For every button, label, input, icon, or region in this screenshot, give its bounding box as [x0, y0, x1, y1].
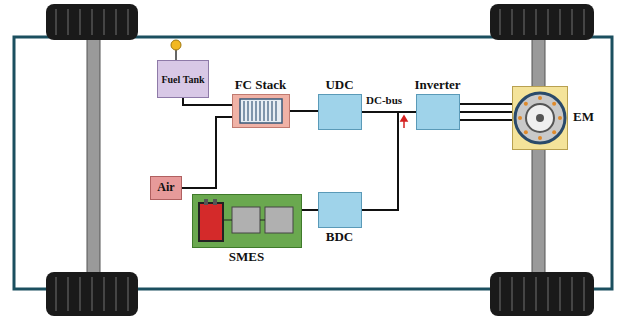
power-wire [302, 209, 318, 211]
component-name: Fuel Tank [161, 74, 204, 85]
bus-label: DC-bus [366, 94, 402, 106]
current-marker [401, 116, 407, 128]
fuel-cell-plates [240, 99, 282, 123]
component-name: Air [157, 181, 174, 194]
smes-internals [199, 199, 293, 241]
wheel [490, 272, 594, 316]
component-heading: UDC [325, 78, 353, 92]
power-wire [183, 98, 232, 105]
phase-wire [460, 103, 512, 105]
electric-motor [515, 93, 565, 143]
component-heading: BDC [326, 230, 353, 244]
component-box: Fuel Tank [157, 60, 208, 98]
rear-axle [532, 30, 545, 280]
component-box: UDC [318, 94, 362, 130]
tank-valve [171, 40, 181, 50]
wheel [490, 4, 594, 40]
component-heading: EM [573, 110, 594, 124]
component-box: SMES [192, 194, 302, 248]
component-heading: SMES [229, 250, 264, 264]
wheel-tread [56, 9, 584, 311]
wheel [46, 4, 138, 40]
power-wire [182, 117, 232, 188]
tank-valve-stem [175, 48, 177, 60]
chassis-frame [14, 37, 612, 289]
power-wire [362, 112, 416, 210]
component-heading: FC Stack [235, 78, 287, 92]
component-box: BDC [318, 192, 362, 228]
phase-wire [460, 119, 512, 121]
component-box: Inverter [416, 94, 460, 130]
component-heading: Inverter [414, 78, 460, 92]
component-box: EM [512, 86, 568, 150]
power-wire [460, 111, 512, 113]
component-box: Air [150, 176, 182, 200]
front-axle [87, 30, 100, 280]
wheel [46, 272, 138, 316]
motor-phase-wires [460, 104, 512, 120]
power-wire [290, 110, 318, 112]
wheels [46, 4, 594, 316]
component-box: FC Stack [232, 94, 290, 128]
